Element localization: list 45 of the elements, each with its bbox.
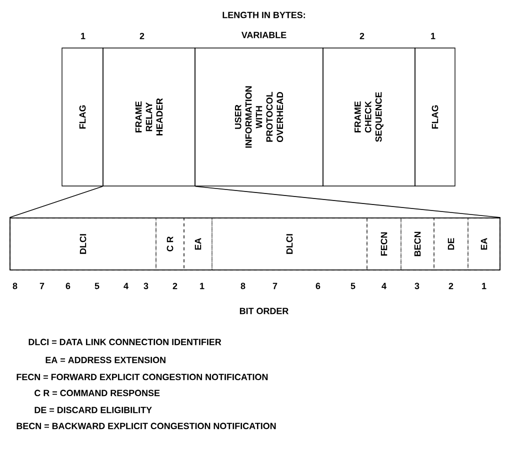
bit-number: 8 <box>12 282 18 290</box>
field-cell: DLCI <box>212 218 368 270</box>
frame-field: FRAME RELAY HEADER <box>102 48 196 186</box>
expansion-line <box>194 186 501 218</box>
field-cell: DLCI <box>10 218 156 270</box>
field-cell: BECN <box>400 218 434 270</box>
bit-number: 2 <box>172 282 178 290</box>
byte-length: 1 <box>431 32 436 40</box>
definition-text: DLCI = DATA LINK CONNECTION IDENTIFIER <box>28 338 222 346</box>
bit-number: 1 <box>482 282 486 290</box>
bit-number: 7 <box>40 282 44 290</box>
frame-field: FLAG <box>62 48 104 186</box>
definition-text: BECN = BACKWARD EXPLICIT CONGESTION NOTIFICATION <box>16 422 276 430</box>
bit-number: 5 <box>94 282 100 290</box>
heading: LENGTH IN BYTES: <box>222 12 305 18</box>
field-cell: C R <box>156 218 184 270</box>
bit-number: 6 <box>316 282 320 290</box>
field-cell: DE <box>434 218 468 270</box>
byte-length: 2 <box>140 32 144 40</box>
bit-number: 5 <box>350 282 356 290</box>
definition-text: FECN = FORWARD EXPLICIT CONGESTION NOTIFICATION <box>16 374 268 380</box>
definition-text: DE = DISCARD ELIGIBILITY <box>34 406 152 414</box>
field-cell: EA <box>184 218 212 270</box>
definition-text: EA = ADDRESS EXTENSION <box>46 356 166 364</box>
frame-field: FLAG <box>414 48 456 186</box>
bit-number: 1 <box>200 282 204 290</box>
bit-number: 2 <box>448 282 454 290</box>
frame-field: FRAME CHECK SEQUENCE <box>322 48 416 186</box>
frame-field: USER INFORMATION WITH PROTOCOL OVERHEAD <box>194 48 324 186</box>
bit-number: 3 <box>414 282 420 290</box>
header-bit-row <box>10 218 500 270</box>
bit-number: 8 <box>240 282 246 290</box>
definition-text: C R = COMMAND RESPONSE <box>34 390 160 396</box>
expansion-line <box>9 186 104 218</box>
bit-number: 6 <box>66 282 70 290</box>
field-cell: EA <box>468 218 500 270</box>
byte-length: 2 <box>360 32 364 40</box>
field-cell: FECN <box>366 218 402 270</box>
bit-number: 7 <box>272 282 278 290</box>
byte-length: VARIABLE <box>241 32 286 38</box>
bit-number: 4 <box>124 282 128 290</box>
byte-length: 1 <box>81 32 86 40</box>
bit-number: 3 <box>144 282 148 290</box>
axis-label: BIT ORDER <box>240 308 288 314</box>
bit-number: 4 <box>382 282 386 290</box>
